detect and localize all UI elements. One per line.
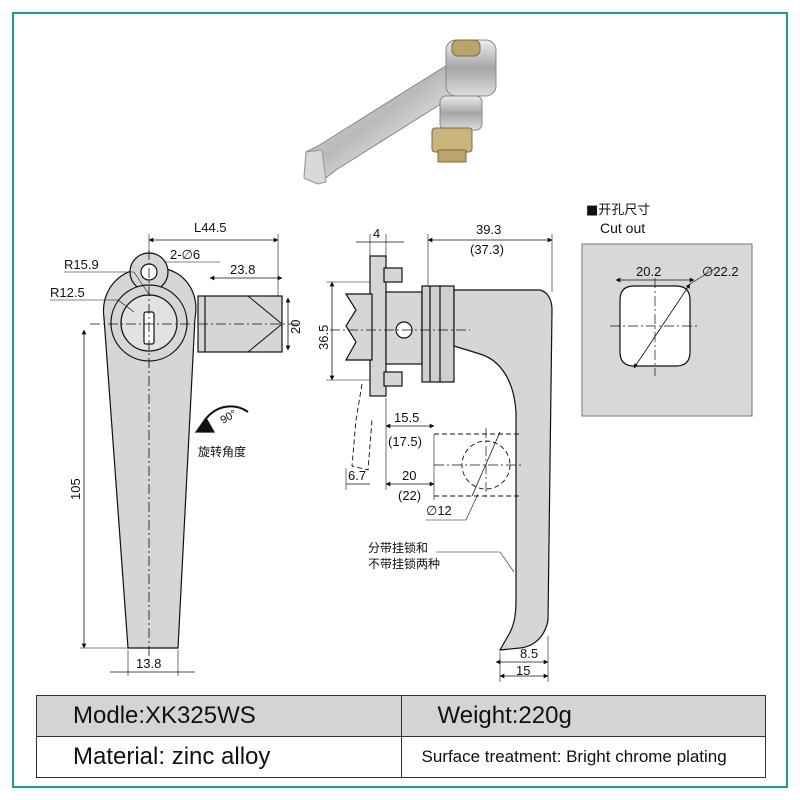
dim-4: 4 <box>373 226 380 241</box>
spec-row: Material: zinc alloy Surface treatment: … <box>36 736 766 778</box>
material-cell: Material: zinc alloy <box>36 736 402 778</box>
cutout-width: 20.2 <box>636 264 661 279</box>
note-line2: 不带挂锁两种 <box>368 556 440 571</box>
dim-155: 15.5 <box>394 410 419 425</box>
product-photo <box>303 39 497 185</box>
dim-r125: R12.5 <box>50 285 85 300</box>
dim-365: 36.5 <box>316 325 331 350</box>
note-line1: 分带挂锁和 <box>368 540 428 555</box>
dim-15: 15 <box>516 663 530 678</box>
dim-238: 23.8 <box>230 262 255 277</box>
side-view <box>326 234 553 682</box>
dim-12: ∅12 <box>426 503 452 518</box>
cutout-title-cn: ■开孔尺寸 <box>586 203 650 218</box>
weight-cell: Weight:220g <box>400 695 766 737</box>
dim-105: 105 <box>68 478 83 500</box>
spec-row: Modle:XK325WS Weight:220g <box>36 695 766 737</box>
cutout-diameter: ∅22.2 <box>702 264 739 279</box>
model-cell: Modle:XK325WS <box>36 695 402 737</box>
front-view <box>50 234 300 676</box>
cutout-title-en: Cut out <box>600 220 645 236</box>
dim-20b: 20 <box>402 468 416 483</box>
dim-175: (17.5) <box>388 434 422 449</box>
dim-373: (37.3) <box>470 242 504 257</box>
dim-22: (22) <box>398 488 421 503</box>
dim-r159: R15.9 <box>64 257 99 272</box>
dim-67: 6.7 <box>348 468 366 483</box>
rotation-label: 旋转角度 <box>198 444 246 459</box>
dim-85: 8.5 <box>520 646 538 661</box>
spec-table: Modle:XK325WS Weight:220g Material: zinc… <box>36 695 766 778</box>
dim-l445: L44.5 <box>194 220 227 235</box>
dim-hole: 2-∅6 <box>170 247 200 262</box>
dim-138: 13.8 <box>136 656 161 671</box>
dim-393: 39.3 <box>476 222 501 237</box>
cutout-diagram <box>581 243 753 417</box>
surface-cell: Surface treatment: Bright chrome plating <box>400 736 766 778</box>
dim-20: 20 <box>288 320 303 334</box>
